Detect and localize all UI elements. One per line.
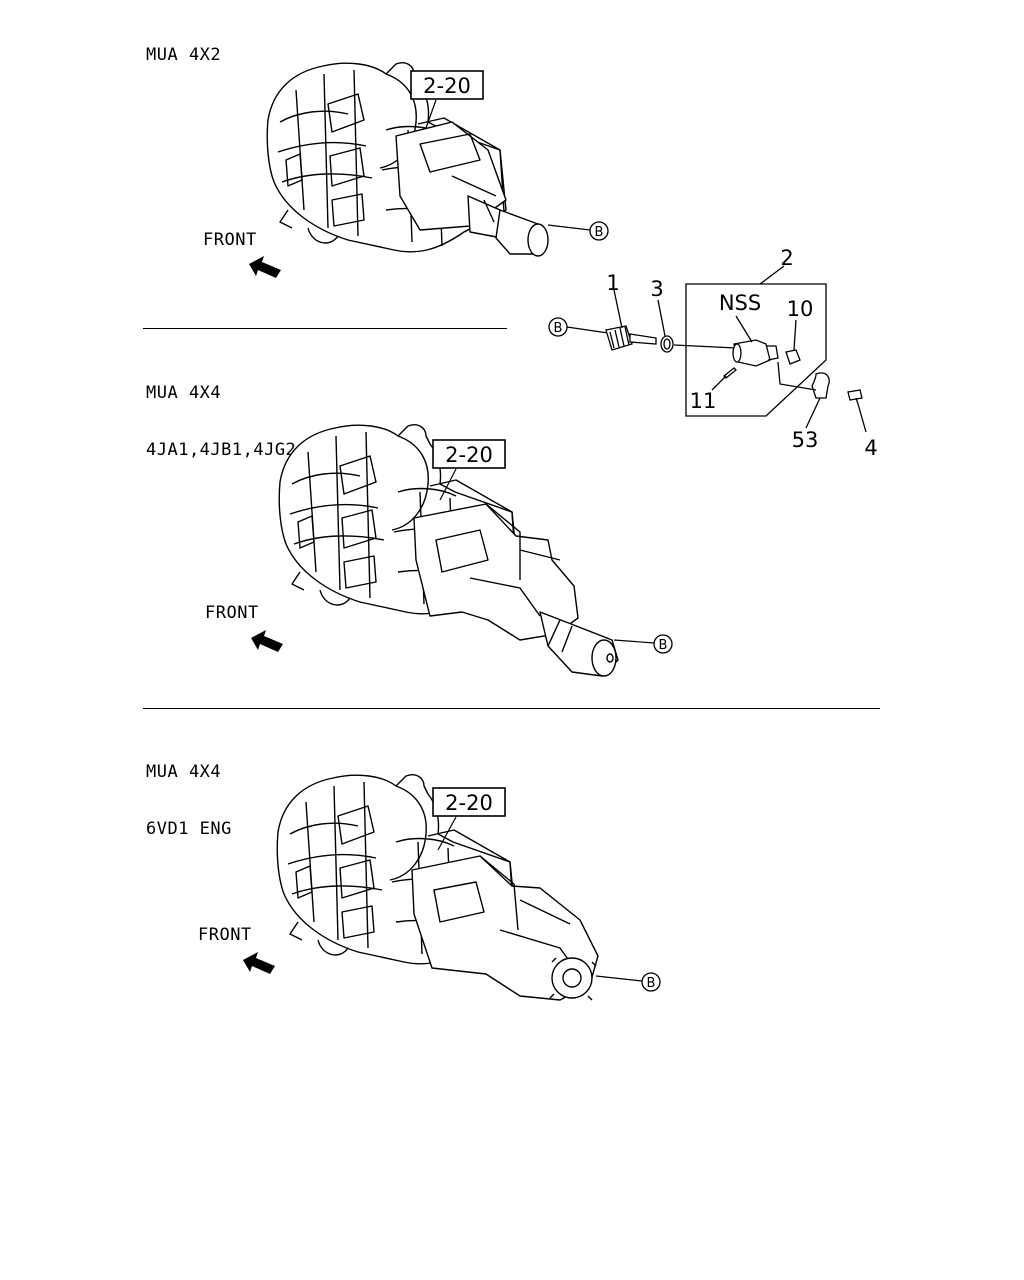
- section-1-connector-circle: [589, 221, 609, 241]
- section-2-front-label: FRONT: [205, 603, 259, 623]
- section-2-ref-box: [432, 439, 506, 469]
- callout-10: 10: [787, 297, 814, 321]
- section-1-front-label: FRONT: [203, 230, 257, 250]
- section-3-connector-leader: [595, 975, 643, 982]
- detail-cluster: [566, 265, 867, 433]
- callout-nss: NSS: [719, 291, 761, 315]
- section-3-front-arrow-icon: [243, 952, 275, 974]
- section-1-title-line1: MUA 4X2: [146, 45, 222, 65]
- callout-53: 53: [792, 428, 819, 452]
- section-1-transmission: [266, 62, 549, 257]
- section-3-transmission: [276, 774, 599, 1001]
- section-2-connector-label: B: [659, 638, 668, 653]
- section-2-ref-leader: [439, 468, 457, 501]
- section-1-ref-text: 2-20: [423, 74, 471, 98]
- section-2-connector-leader: [613, 639, 655, 644]
- section-2-connector-circle: [653, 634, 673, 654]
- callout-4: 4: [864, 436, 877, 460]
- section-1-ref-leader: [425, 99, 437, 129]
- section-2-title-line1: MUA 4X4: [146, 383, 222, 403]
- section-2-transmission: [278, 424, 619, 677]
- callout-11: 11: [690, 389, 717, 413]
- detail-connector-circle: [548, 317, 568, 337]
- section-3-title-line2: 6VD1 ENG: [146, 819, 232, 839]
- divider-2: [143, 708, 880, 709]
- section-2-front-arrow-icon: [251, 630, 283, 652]
- section-3-ref-box: [432, 787, 506, 817]
- section-3-front-label: FRONT: [198, 925, 252, 945]
- detail-connector-label: B: [554, 321, 563, 336]
- section-3-title: MUA 4X4 6VD1 ENG: [146, 725, 232, 858]
- section-3-connector-label: B: [647, 976, 656, 991]
- section-2-ref-text: 2-20: [445, 443, 493, 467]
- section-3-connector-circle: [641, 972, 661, 992]
- section-1-title: MUA 4X2: [146, 8, 221, 84]
- section-1-ref-box: [410, 70, 484, 100]
- callout-1: 1: [606, 271, 619, 295]
- callout-3: 3: [650, 277, 663, 301]
- section-3-ref-leader: [437, 816, 457, 851]
- section-3-ref-text: 2-20: [445, 791, 493, 815]
- section-1-front-arrow-icon: [249, 256, 281, 278]
- callout-2: 2: [780, 246, 793, 270]
- section-1-connector-leader: [547, 224, 591, 231]
- divider-1: [143, 328, 507, 329]
- section-3-title-line1: MUA 4X4: [146, 762, 222, 782]
- section-1-connector-label: B: [595, 225, 604, 240]
